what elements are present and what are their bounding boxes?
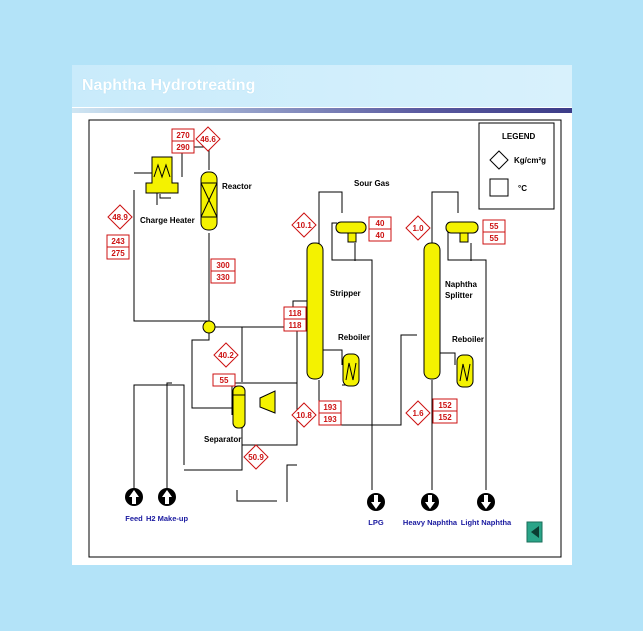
light-naphtha-label: Light Naphtha: [461, 518, 512, 527]
light-naphtha-outlet: Light Naphtha: [461, 493, 512, 527]
stripper-reboiler-label: Reboiler: [338, 333, 370, 342]
title-divider: [72, 108, 572, 113]
svg-text:270: 270: [176, 131, 190, 140]
splitter-label-1: Naphtha: [445, 280, 478, 289]
heavy-naphtha-label: Heavy Naphtha: [403, 518, 458, 527]
legend-box: [478, 122, 555, 210]
svg-text:1.6: 1.6: [412, 409, 424, 418]
splitter-reboiler-label: Reboiler: [452, 335, 484, 344]
charge-heater-label: Charge Heater: [140, 216, 195, 225]
stripper-label: Stripper: [330, 289, 361, 298]
stripper-bottom-temp-box: 193 193: [318, 400, 342, 426]
svg-text:40: 40: [376, 219, 385, 228]
svg-text:118: 118: [289, 321, 302, 330]
heat-exchanger-icon: [202, 320, 216, 334]
legend-diamond-icon: [489, 150, 509, 170]
feed-inlet: Feed: [125, 488, 143, 523]
svg-text:10.1: 10.1: [296, 221, 312, 230]
reactor-pressure-diamond: 46.6: [195, 126, 221, 152]
process-flow-diagram: LEGEND Kg/cm²g °C: [88, 119, 562, 558]
legend-temp-unit: °C: [518, 184, 527, 193]
svg-text:10.8: 10.8: [296, 411, 312, 420]
pressure-indicators: 48.9 46.6 40.2 50.9 10.1 10.8: [107, 126, 431, 470]
reactor: Reactor: [200, 171, 252, 231]
svg-text:193: 193: [323, 415, 337, 424]
svg-text:243: 243: [111, 237, 125, 246]
lpg-outlet: LPG: [367, 493, 385, 527]
svg-text:48.9: 48.9: [112, 213, 128, 222]
sour-gas-label: Sour Gas: [354, 179, 390, 188]
splitter-bottom-temp-box: 152 152: [432, 398, 458, 424]
heavy-naphtha-outlet: Heavy Naphtha: [403, 493, 458, 527]
svg-text:40: 40: [376, 231, 385, 240]
legend-box-icon: [489, 178, 509, 197]
charge-heater-icon: [145, 156, 179, 194]
piping: [133, 146, 487, 502]
svg-text:46.6: 46.6: [200, 135, 216, 144]
svg-text:300: 300: [216, 261, 230, 270]
slide: Naphtha Hydrotreating LEGEND Kg/cm²g °C: [72, 65, 572, 565]
play-left-icon[interactable]: [531, 526, 539, 538]
heater-pressure-diamond: 48.9: [107, 204, 133, 230]
nav-back-button[interactable]: [526, 521, 543, 543]
stripper-pressure-diamond: 10.1: [291, 212, 317, 238]
stripper-drum-icon: [335, 221, 367, 234]
heater-temp-box: 243 275: [106, 234, 130, 260]
reactor-label: Reactor: [222, 182, 252, 191]
legend-heading: LEGEND: [502, 132, 536, 141]
svg-text:50.9: 50.9: [248, 453, 264, 462]
separator-icon: [232, 385, 246, 429]
svg-text:55: 55: [490, 222, 499, 231]
svg-text:152: 152: [438, 413, 452, 422]
svg-text:55: 55: [490, 234, 499, 243]
stripper-feed-temp-box: 118 118: [283, 306, 307, 332]
separator-label: Separator: [204, 435, 241, 444]
separator-temp-box: 55: [212, 373, 236, 387]
splitter-bottom-pressure-diamond: 1.6: [405, 400, 431, 426]
splitter-column-icon: [423, 242, 441, 380]
svg-text:55: 55: [220, 376, 229, 385]
compressor-pressure-diamond: 50.9: [243, 444, 269, 470]
svg-text:290: 290: [176, 143, 190, 152]
svg-text:152: 152: [438, 401, 452, 410]
h2-label: H2 Make-up: [146, 514, 189, 523]
separator: Separator: [204, 385, 276, 444]
splitter-pressure-diamond: 1.0: [405, 215, 431, 241]
stripper: Stripper Reboiler Sour Gas: [306, 179, 390, 387]
splitter-label-2: Splitter: [445, 291, 473, 300]
stripper-top-temp-box: 40 40: [368, 216, 392, 242]
stream-terminals: Feed H2 Make-up LPG Heavy Naphtha Light: [125, 488, 512, 527]
legend-pressure-unit: Kg/cm²g: [514, 156, 546, 165]
temperature-indicators: 243 275 270 290 300 330 55 118 118: [106, 128, 506, 426]
compressor-icon: [259, 390, 276, 414]
h2-inlet: H2 Make-up: [146, 488, 189, 523]
svg-text:330: 330: [216, 273, 230, 282]
svg-text:1.0: 1.0: [412, 224, 424, 233]
naphtha-splitter: Naphtha Splitter Reboiler: [423, 221, 484, 388]
reactor-inlet-temp-box: 270 290: [171, 128, 195, 154]
splitter-drum-icon: [445, 221, 479, 234]
diagram-frame: [88, 119, 562, 558]
charge-heater: Charge Heater: [140, 156, 195, 225]
lpg-label: LPG: [368, 518, 384, 527]
feed-label: Feed: [125, 514, 143, 523]
svg-text:275: 275: [111, 249, 125, 258]
reactor-outlet-temp-box: 300 330: [210, 258, 236, 284]
stripper-bottom-pressure-diamond: 10.8: [291, 402, 317, 428]
separator-pressure-diamond: 40.2: [213, 342, 239, 368]
svg-text:118: 118: [289, 309, 302, 318]
title-bar: Naphtha Hydrotreating: [72, 65, 572, 107]
svg-text:193: 193: [323, 403, 337, 412]
splitter-top-temp-box: 55 55: [482, 219, 506, 245]
legend: LEGEND Kg/cm²g °C: [478, 122, 555, 210]
stripper-column-icon: [306, 242, 324, 380]
svg-text:40.2: 40.2: [218, 351, 234, 360]
page-title: Naphtha Hydrotreating: [82, 77, 256, 94]
